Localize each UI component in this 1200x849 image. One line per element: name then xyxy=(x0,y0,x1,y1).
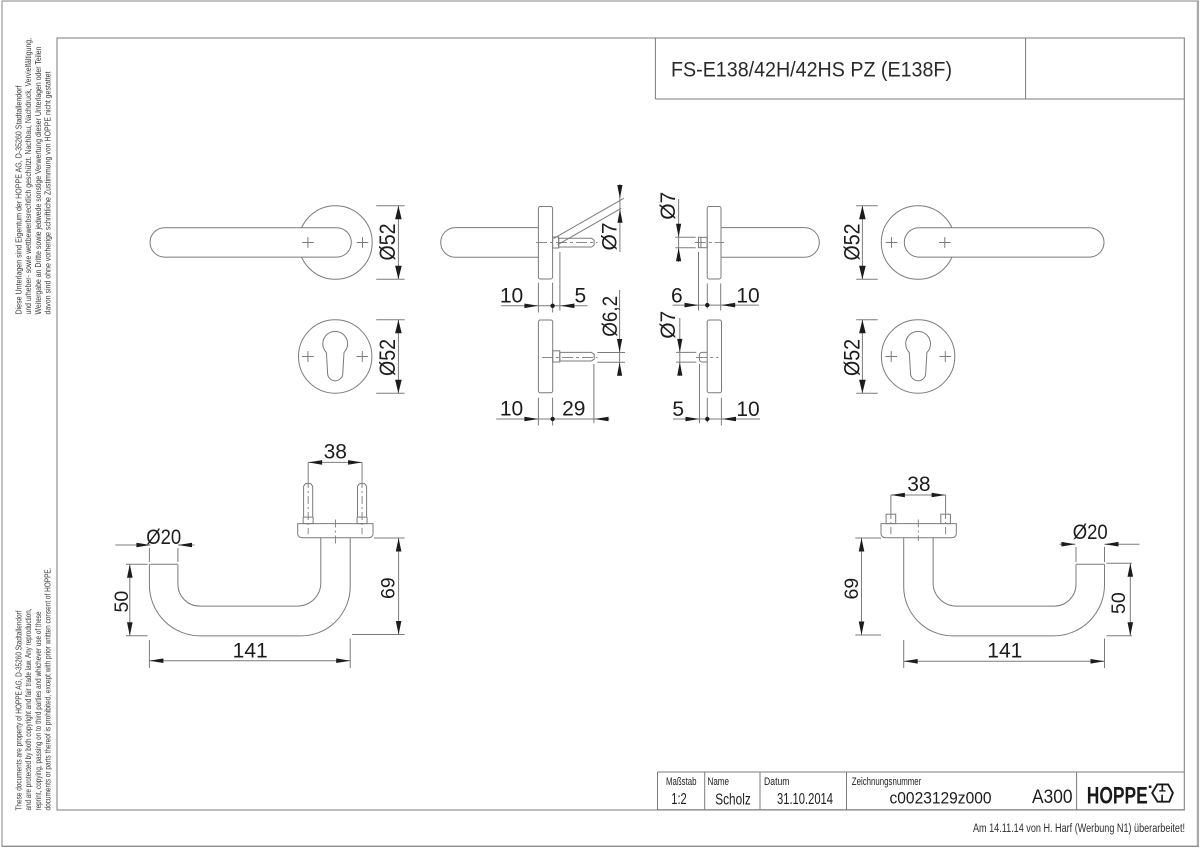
svg-text:50: 50 xyxy=(111,591,133,613)
svg-text:Diese Unterlagen sind Eigentum: Diese Unterlagen sind Eigentum der HOPPE… xyxy=(14,85,23,315)
svg-text:Ø7: Ø7 xyxy=(657,311,680,339)
svg-text:5: 5 xyxy=(672,398,684,421)
svg-text:Maßstab: Maßstab xyxy=(666,776,697,788)
svg-text:10: 10 xyxy=(736,398,759,421)
svg-text:Scholz: Scholz xyxy=(715,792,751,809)
svg-text:38: 38 xyxy=(324,440,347,463)
svg-text:Ø52: Ø52 xyxy=(839,224,864,261)
svg-text:These documents are property o: These documents are property of HOPPE AG… xyxy=(14,610,23,811)
svg-text:Ø20: Ø20 xyxy=(1073,521,1108,544)
svg-text:Ø20: Ø20 xyxy=(146,526,181,549)
svg-text:141: 141 xyxy=(987,639,1022,662)
svg-text:5: 5 xyxy=(575,284,587,307)
svg-text:Weitergabe an Dritte sowie jed: Weitergabe an Dritte sowie jedwede sonst… xyxy=(34,46,43,314)
svg-text:Ø52: Ø52 xyxy=(375,339,400,376)
svg-text:29: 29 xyxy=(562,398,585,421)
svg-text:31.10.2014: 31.10.2014 xyxy=(777,791,833,808)
svg-text:141: 141 xyxy=(233,639,268,662)
svg-text:38: 38 xyxy=(907,473,930,496)
svg-text:Datum: Datum xyxy=(764,776,790,788)
svg-text:Ø52: Ø52 xyxy=(375,224,400,261)
svg-text:and are protected by both copy: and are protected by both copyright and … xyxy=(24,609,33,811)
svg-text:A300: A300 xyxy=(1032,787,1073,808)
svg-text:davon sind ohne vorherige schr: davon sind ohne vorherige schriftliche Z… xyxy=(44,71,53,315)
svg-text:Am 14.11.14 von H. Harf (Werbu: Am 14.11.14 von H. Harf (Werbung N1) übe… xyxy=(973,823,1185,835)
svg-text:10: 10 xyxy=(736,284,759,307)
svg-text:FS-E138/42H/42HS PZ (E138F): FS-E138/42H/42HS PZ (E138F) xyxy=(671,58,952,81)
svg-text:Name: Name xyxy=(708,776,730,788)
svg-text:reprint, copying, passing on t: reprint, copying, passing on to third pa… xyxy=(34,611,43,810)
svg-text:und urheber- sowie wettbewerbs: und urheber- sowie wettbewerbsrechtlich … xyxy=(24,38,33,315)
svg-text:69: 69 xyxy=(378,577,400,599)
svg-text:69: 69 xyxy=(841,578,863,600)
svg-text:c0023129z000: c0023129z000 xyxy=(890,788,992,807)
svg-text:10: 10 xyxy=(500,398,523,421)
svg-text:Zeichnungsnummer: Zeichnungsnummer xyxy=(852,776,922,788)
svg-text:10: 10 xyxy=(500,284,523,307)
svg-text:6: 6 xyxy=(671,284,683,307)
svg-text:Ø7: Ø7 xyxy=(657,192,680,220)
svg-text:Ø52: Ø52 xyxy=(839,339,864,376)
svg-text:HOPPE: HOPPE xyxy=(1087,783,1148,810)
svg-text:Ø7: Ø7 xyxy=(599,222,622,250)
svg-text:1:2: 1:2 xyxy=(671,791,687,808)
svg-text:documents or parts thereof is: documents or parts thereof is prohibited… xyxy=(44,568,53,811)
svg-text:Ø6,2: Ø6,2 xyxy=(599,296,622,337)
svg-text:50: 50 xyxy=(1108,592,1130,614)
